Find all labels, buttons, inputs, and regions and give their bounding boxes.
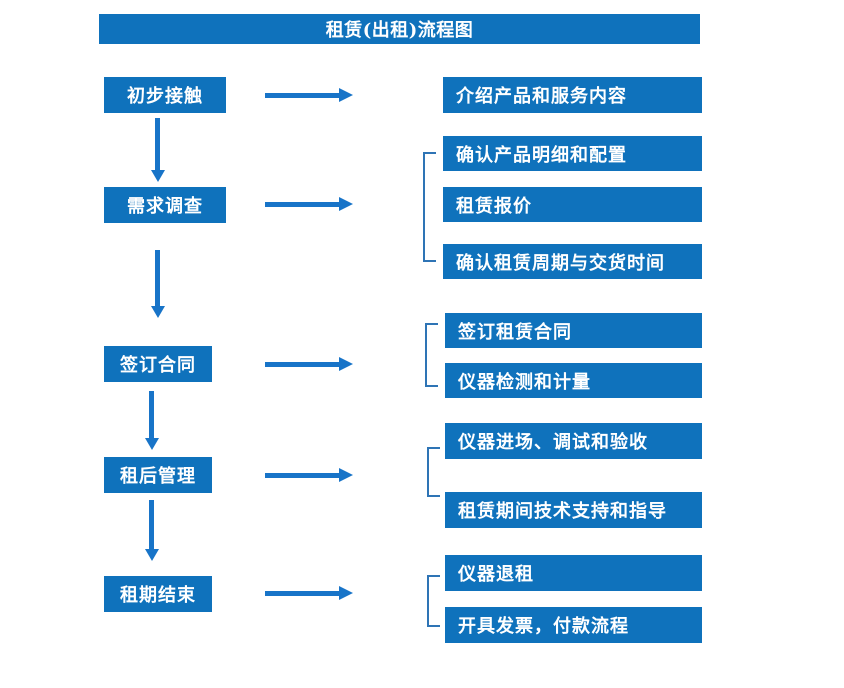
output-box-invoice-payment: 开具发票，付款流程 (445, 607, 702, 643)
arrow-head (339, 586, 353, 600)
output-box-confirm-product-details: 确认产品明细和配置 (443, 136, 702, 171)
arrow-shaft (149, 391, 154, 438)
bracket-group-2 (423, 152, 436, 262)
bracket-group-3 (425, 323, 438, 387)
arrow-shaft (265, 93, 341, 98)
arrow-shaft (265, 362, 341, 367)
stage-box-initial-contact: 初步接触 (104, 77, 226, 113)
stage-box-rental-end: 租期结束 (104, 576, 212, 612)
arrow-shaft (155, 250, 160, 306)
arrow-right-2 (265, 197, 353, 211)
arrow-head (145, 549, 159, 561)
output-box-instrument-return: 仪器退租 (445, 555, 702, 591)
arrow-down-3 (145, 391, 159, 450)
arrow-shaft (149, 500, 154, 549)
arrow-down-2 (151, 250, 165, 318)
flowchart-title: 租赁(出租)流程图 (99, 14, 700, 44)
arrow-head (339, 197, 353, 211)
stage-box-demand-survey: 需求调查 (104, 187, 226, 223)
arrow-shaft (265, 202, 341, 207)
arrow-down-4 (145, 500, 159, 561)
output-box-confirm-period-delivery: 确认租赁周期与交货时间 (443, 244, 702, 279)
output-box-rental-quote: 租赁报价 (443, 187, 702, 222)
arrow-right-4 (265, 468, 353, 482)
arrow-head (339, 357, 353, 371)
arrow-head (339, 468, 353, 482)
arrow-shaft (265, 591, 341, 596)
arrow-head (151, 306, 165, 318)
arrow-right-1 (265, 88, 353, 102)
arrow-shaft (155, 118, 160, 170)
arrow-head (339, 88, 353, 102)
arrow-head (151, 170, 165, 182)
bracket-group-5 (427, 575, 440, 627)
stage-box-contract-signing: 签订合同 (104, 346, 212, 382)
output-box-tech-support: 租赁期间技术支持和指导 (445, 492, 702, 528)
output-box-sign-rental-contract: 签订租赁合同 (445, 313, 702, 348)
output-box-instrument-setup-acceptance: 仪器进场、调试和验收 (445, 423, 702, 459)
arrow-right-5 (265, 586, 353, 600)
arrow-shaft (265, 473, 341, 478)
arrow-down-1 (151, 118, 165, 182)
output-box-introduce-products: 介绍产品和服务内容 (443, 77, 702, 113)
bracket-group-4 (427, 447, 440, 497)
output-box-instrument-inspection: 仪器检测和计量 (445, 363, 702, 398)
stage-box-post-rental-management: 租后管理 (104, 457, 212, 493)
arrow-right-3 (265, 357, 353, 371)
arrow-head (145, 438, 159, 450)
